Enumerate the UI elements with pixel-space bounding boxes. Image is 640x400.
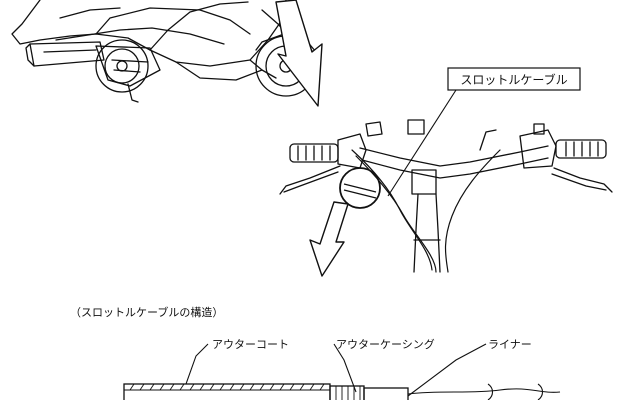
liner-label: ライナー	[488, 338, 532, 351]
structure-leader-lines	[185, 343, 487, 397]
outer-coat-label: アウターコート	[212, 338, 289, 351]
cable-structure-drawing	[123, 383, 561, 400]
outer-casing-label: アウターケーシング	[336, 337, 435, 351]
throttle-cable-callout: スロットルケーブル	[387, 67, 581, 197]
handlebar-illustration	[279, 119, 613, 273]
throttle-cable-label: スロットルケーブル	[460, 72, 567, 87]
magnifier-circle	[339, 167, 381, 209]
arrow-scooter-to-handlebar	[275, 0, 323, 107]
scooter-illustration	[11, 0, 317, 103]
cable-detail-in-circle	[343, 183, 377, 199]
arrow-circle-to-structure	[309, 201, 349, 277]
structure-caption: （スロットルケーブルの構造）	[70, 305, 223, 319]
